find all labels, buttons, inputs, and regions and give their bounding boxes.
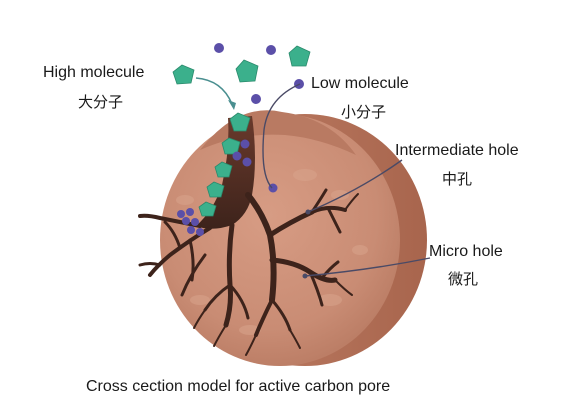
low-molecule-6	[232, 151, 242, 161]
low-molecule-13	[187, 226, 195, 234]
branching-pore-network	[138, 188, 359, 356]
carbon-cross-section-face	[160, 114, 400, 366]
low-molecule-11	[182, 217, 190, 225]
high-molecule-3	[288, 45, 311, 67]
low-molecule-label: Low molecule	[311, 75, 409, 92]
low-molecule-label-zh: 小分子	[341, 103, 387, 121]
low-molecule-1	[214, 43, 224, 53]
high-molecule-label-zh: 大分子	[78, 93, 124, 111]
low-molecule-14	[196, 228, 204, 236]
low-molecule-10	[186, 208, 194, 216]
intermediate-hole-marker	[305, 209, 311, 215]
surface-texture	[176, 169, 368, 335]
high-molecule-5	[221, 137, 241, 155]
micro-hole-leader	[304, 257, 431, 277]
low-molecule-4	[251, 94, 261, 104]
high-molecule-1	[172, 64, 195, 85]
diagram-caption: Cross cection model for active carbon po…	[86, 378, 391, 395]
low-molecule-7	[242, 157, 252, 167]
leader-lines	[195, 77, 431, 279]
high-molecule-4	[229, 112, 251, 132]
micro-hole-label-zh: 微孔	[448, 270, 479, 288]
low-molecule-12	[191, 218, 199, 226]
high-molecule-label: High molecule	[43, 64, 145, 81]
high-molecule-2	[235, 59, 259, 83]
micro-hole-label: Micro hole	[429, 243, 503, 260]
low-molecule-leader	[262, 83, 301, 189]
micro-hole-marker	[302, 273, 308, 279]
high-molecule-arrow	[195, 77, 233, 105]
high-molecule-6	[214, 161, 233, 178]
low-molecule-2	[266, 45, 276, 55]
intermediate-hole-leader	[307, 159, 403, 213]
intermediate-hole-label-zh: 中孔	[442, 170, 473, 188]
low-molecule-9	[177, 210, 185, 218]
high-molecules	[172, 45, 311, 217]
low-molecule-5	[240, 139, 250, 149]
high-molecule-7	[206, 181, 225, 198]
high-molecule-8	[198, 201, 217, 217]
intermediate-hole-label: Intermediate hole	[395, 142, 519, 159]
high-molecule-arrowhead	[228, 100, 236, 110]
